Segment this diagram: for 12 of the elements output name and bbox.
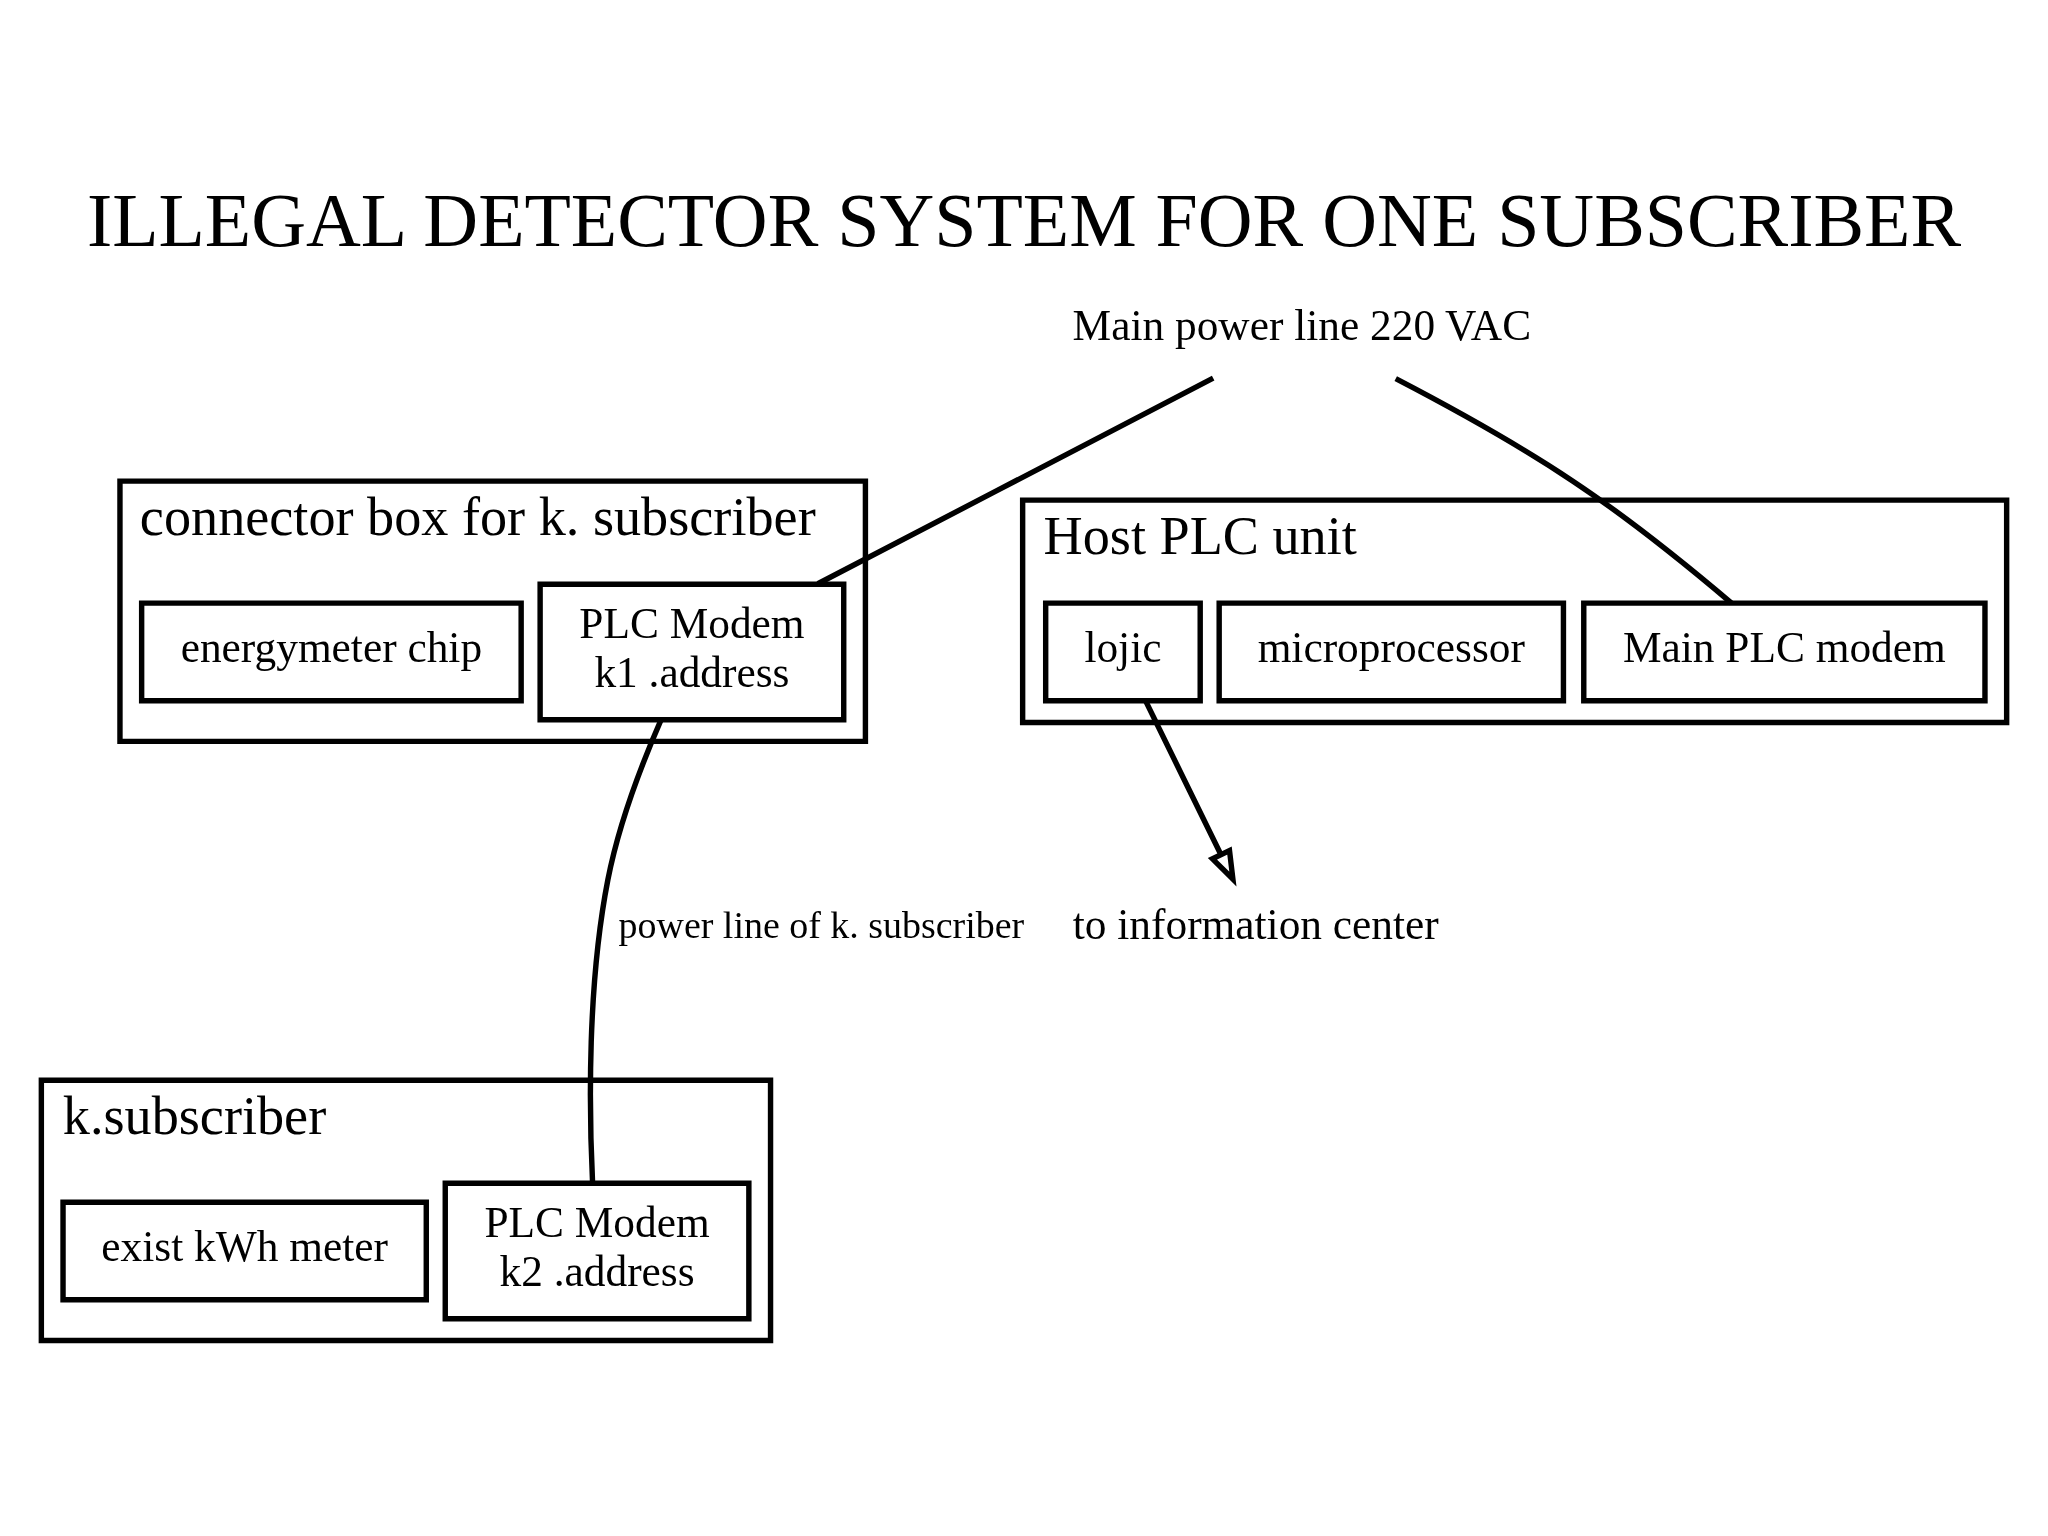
node-box: PLC Modem k1 .address — [537, 580, 847, 722]
diagram-title: ILLEGAL DETECTOR SYSTEM FOR ONE SUBSCRIBER — [86, 177, 1962, 262]
node-box: microprocessor — [1216, 599, 1567, 703]
node-box: energymeter chip — [138, 599, 524, 703]
node-box: exist kWh meter — [60, 1199, 429, 1302]
arrow — [1143, 700, 1237, 886]
node-text: to information center — [1072, 899, 1439, 948]
node-box: lojic — [1043, 599, 1203, 703]
node-box: Main PLC modem — [1581, 599, 1988, 703]
node-text: Main power line 220 VAC — [1072, 300, 1532, 349]
edge-label: power line of k. subscriber — [618, 903, 1025, 946]
node-box: PLC Modem k2 .address — [442, 1180, 752, 1321]
